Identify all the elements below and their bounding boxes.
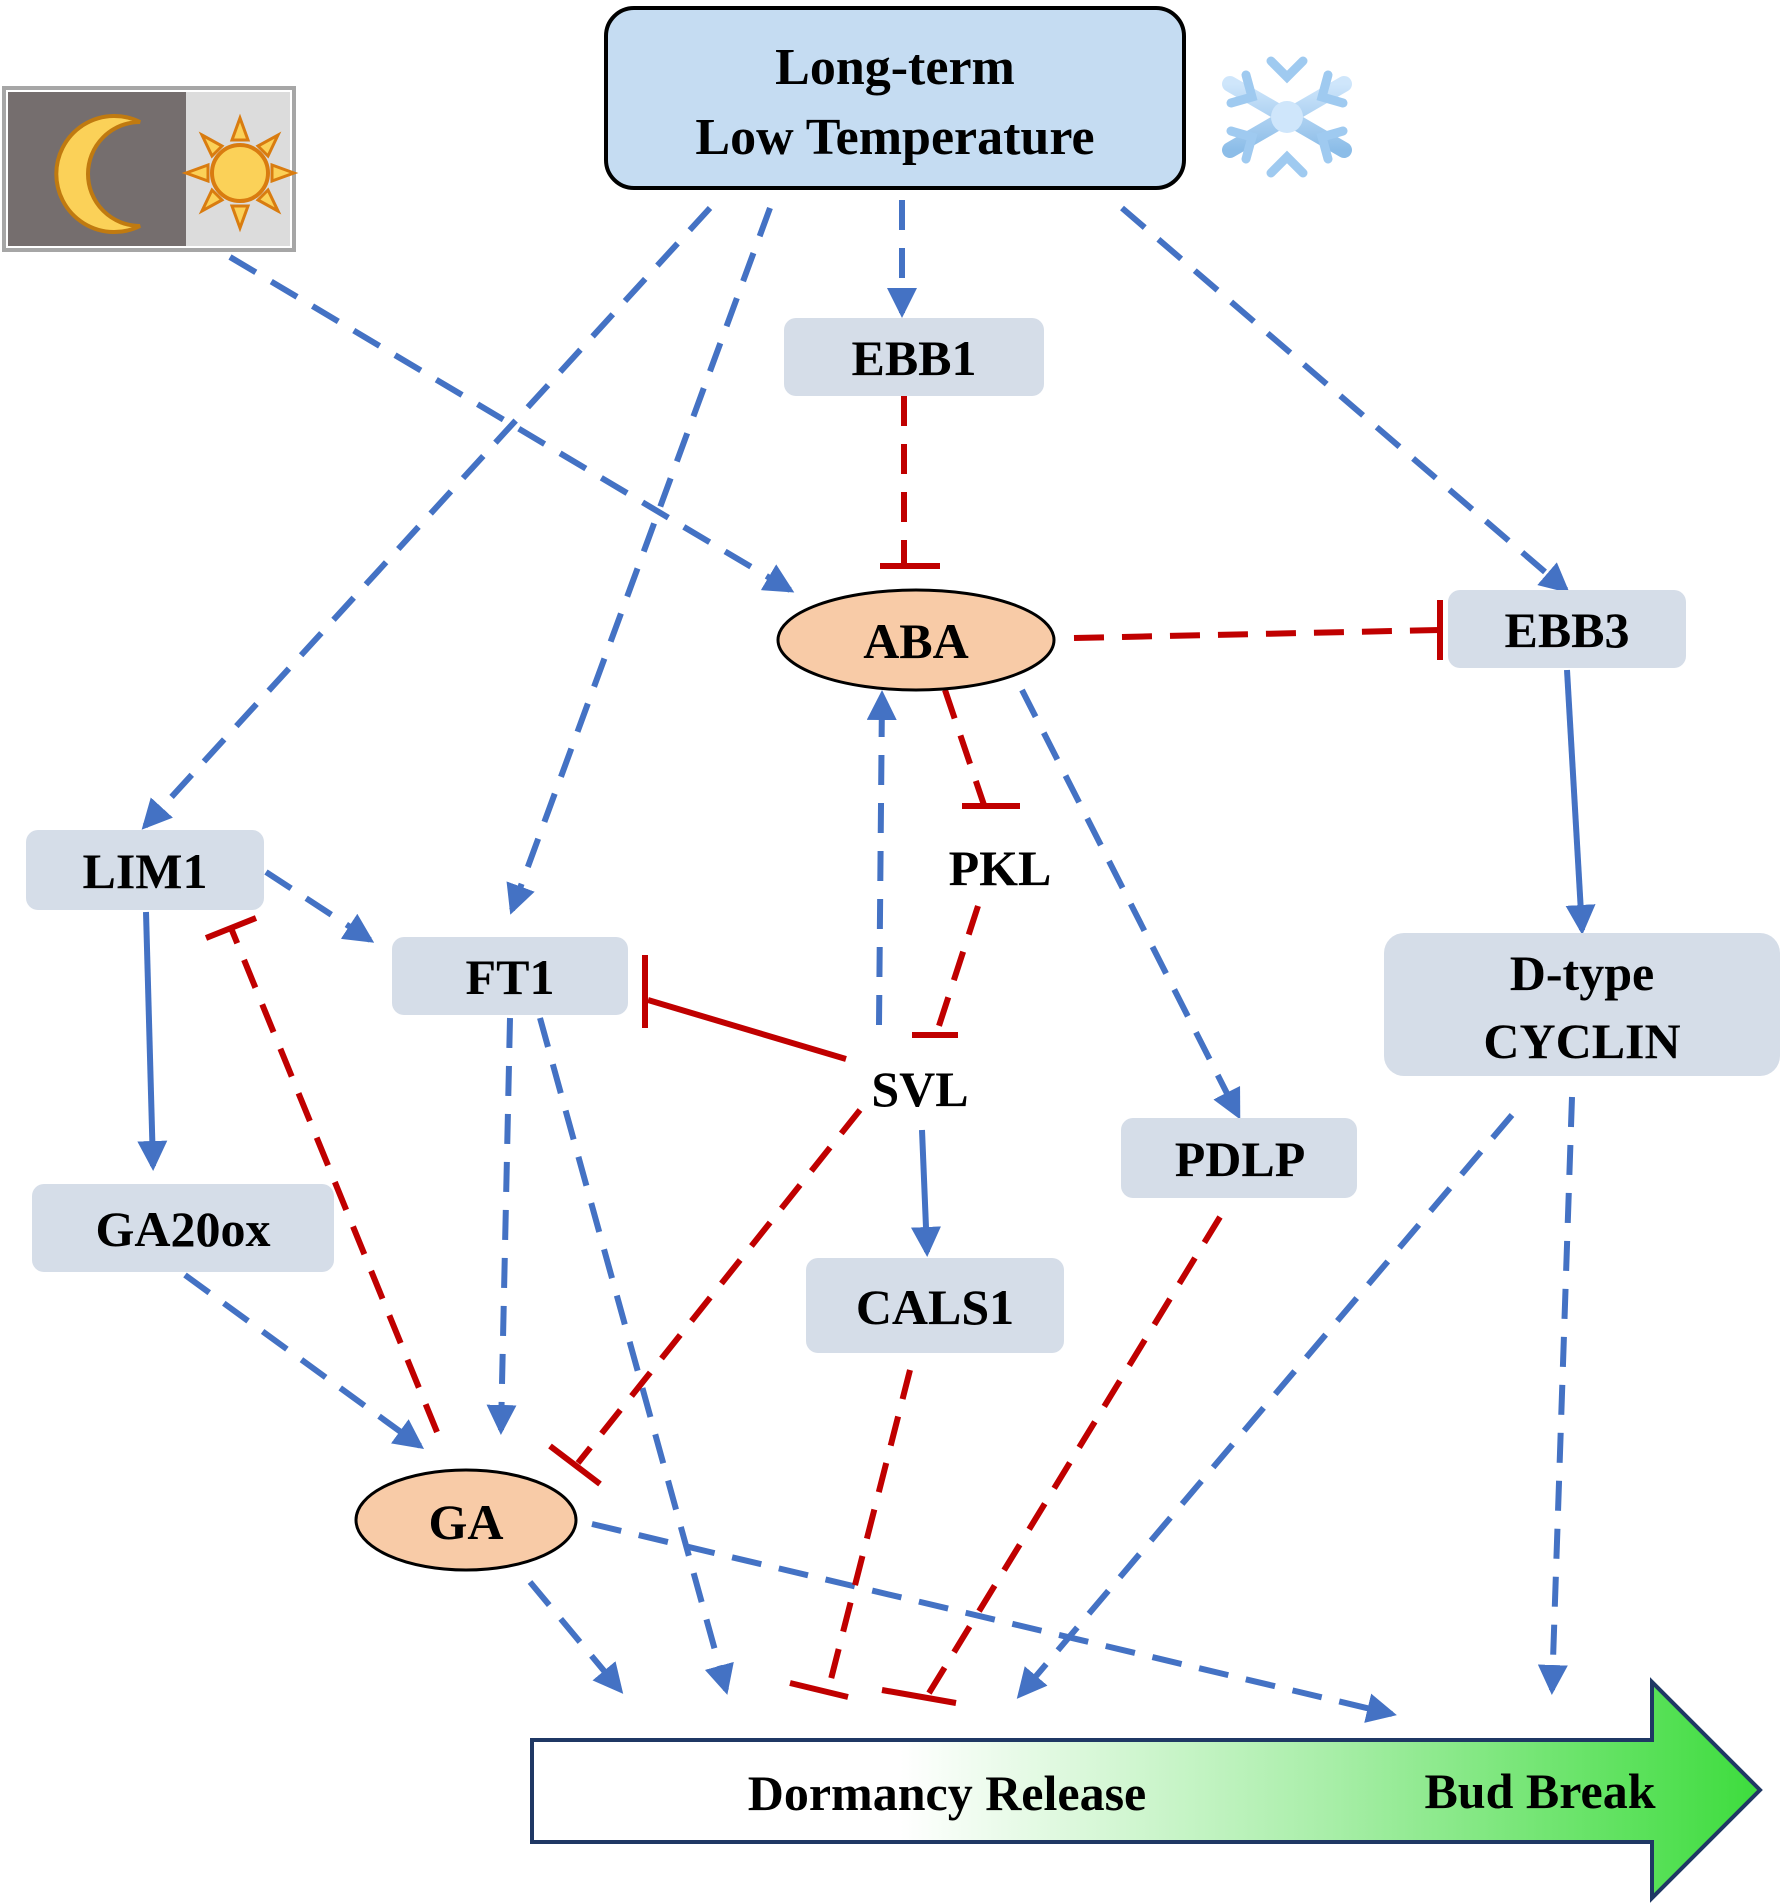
edge-ft1-to-dormancy bbox=[537, 1017, 734, 1695]
snowflake-icon bbox=[1222, 43, 1352, 191]
node-ebb3-label: EBB3 bbox=[1504, 602, 1629, 658]
edge-aba-to-pdlp bbox=[1019, 688, 1241, 1120]
day-night-icon bbox=[2, 86, 299, 252]
sun-icon bbox=[181, 113, 299, 233]
edge-ga-inhibits-lim1 bbox=[204, 915, 440, 1434]
node-ga20ox: GA20ox bbox=[32, 1184, 334, 1272]
edge-lowtemp-to-ft1 bbox=[506, 206, 773, 915]
node-lim1-label: LIM1 bbox=[83, 843, 208, 899]
header-box: Long-term Low Temperature bbox=[604, 6, 1186, 190]
node-pdlp-label: PDLP bbox=[1175, 1131, 1306, 1187]
edge-svl-to-aba bbox=[866, 690, 897, 1026]
edge-pkl-inhibits-svl bbox=[912, 905, 981, 1038]
edge-lowtemp-to-ebb3 bbox=[1120, 205, 1570, 594]
outcome-arrow: Dormancy Release Bud Break bbox=[530, 1677, 1763, 1903]
node-ft1-label: FT1 bbox=[466, 949, 555, 1005]
node-ft1: FT1 bbox=[392, 937, 628, 1015]
node-dtype-line2: CYCLIN bbox=[1483, 1013, 1680, 1069]
edge-ft1-to-ga bbox=[486, 1017, 517, 1435]
edge-lowtemp-to-lim1 bbox=[141, 205, 713, 830]
node-ga20ox-label: GA20ox bbox=[96, 1201, 271, 1257]
node-ebb3: EBB3 bbox=[1448, 590, 1686, 668]
outcome-dormancy-release: Dormancy Release bbox=[748, 1765, 1147, 1821]
node-lim1: LIM1 bbox=[26, 830, 264, 910]
header-line2: Low Temperature bbox=[695, 109, 1094, 166]
edge-aba-inhibits-ebb3 bbox=[1073, 600, 1443, 660]
edge-cals1-inhibits-dormancy bbox=[789, 1369, 913, 1700]
node-dtype-line1: D-type bbox=[1510, 945, 1654, 1001]
edge-pdlp-inhibits-dormancy bbox=[881, 1215, 1223, 1706]
node-pkl-label: PKL bbox=[949, 840, 1052, 896]
edge-lim1-to-ft1 bbox=[264, 869, 375, 943]
node-cals1-label: CALS1 bbox=[856, 1279, 1014, 1335]
edge-ebb1-inhibits-aba bbox=[880, 396, 940, 569]
node-dtype-cyclin: D-type CYCLIN bbox=[1384, 933, 1780, 1076]
header-line1: Long-term bbox=[775, 39, 1015, 96]
outcome-bud-break: Bud Break bbox=[1424, 1763, 1655, 1819]
node-ebb1-label: EBB1 bbox=[851, 330, 976, 386]
edge-lim1-to-ga20ox bbox=[137, 911, 168, 1171]
edge-dtype-to-budbreak bbox=[1537, 1096, 1575, 1695]
edge-ebb3-to-dtype bbox=[1564, 669, 1596, 935]
edge-ga-to-dormancy bbox=[527, 1580, 624, 1694]
node-aba: ABA bbox=[776, 588, 1056, 692]
node-ebb1: EBB1 bbox=[784, 318, 1044, 396]
edge-photoperiod-to-aba bbox=[228, 254, 795, 593]
edge-dtype-to-dormancy bbox=[1016, 1113, 1515, 1699]
moon-icon bbox=[54, 114, 141, 234]
node-aba-label: ABA bbox=[863, 613, 969, 669]
edge-svl-inhibits-ga bbox=[548, 1108, 863, 1487]
node-ga-label: GA bbox=[429, 1494, 504, 1550]
edge-ga20ox-to-ga bbox=[183, 1272, 425, 1449]
edge-aba-inhibits-pkl bbox=[942, 689, 1020, 809]
edge-svl-to-cals1 bbox=[910, 1129, 941, 1257]
node-svl-label: SVL bbox=[871, 1061, 968, 1117]
edge-ga-to-budbreak bbox=[591, 1521, 1397, 1723]
node-ga: GA bbox=[354, 1468, 578, 1572]
node-cals1: CALS1 bbox=[806, 1258, 1064, 1353]
edge-svl-inhibits-ft1 bbox=[642, 955, 847, 1062]
node-pdlp: PDLP bbox=[1121, 1118, 1357, 1198]
